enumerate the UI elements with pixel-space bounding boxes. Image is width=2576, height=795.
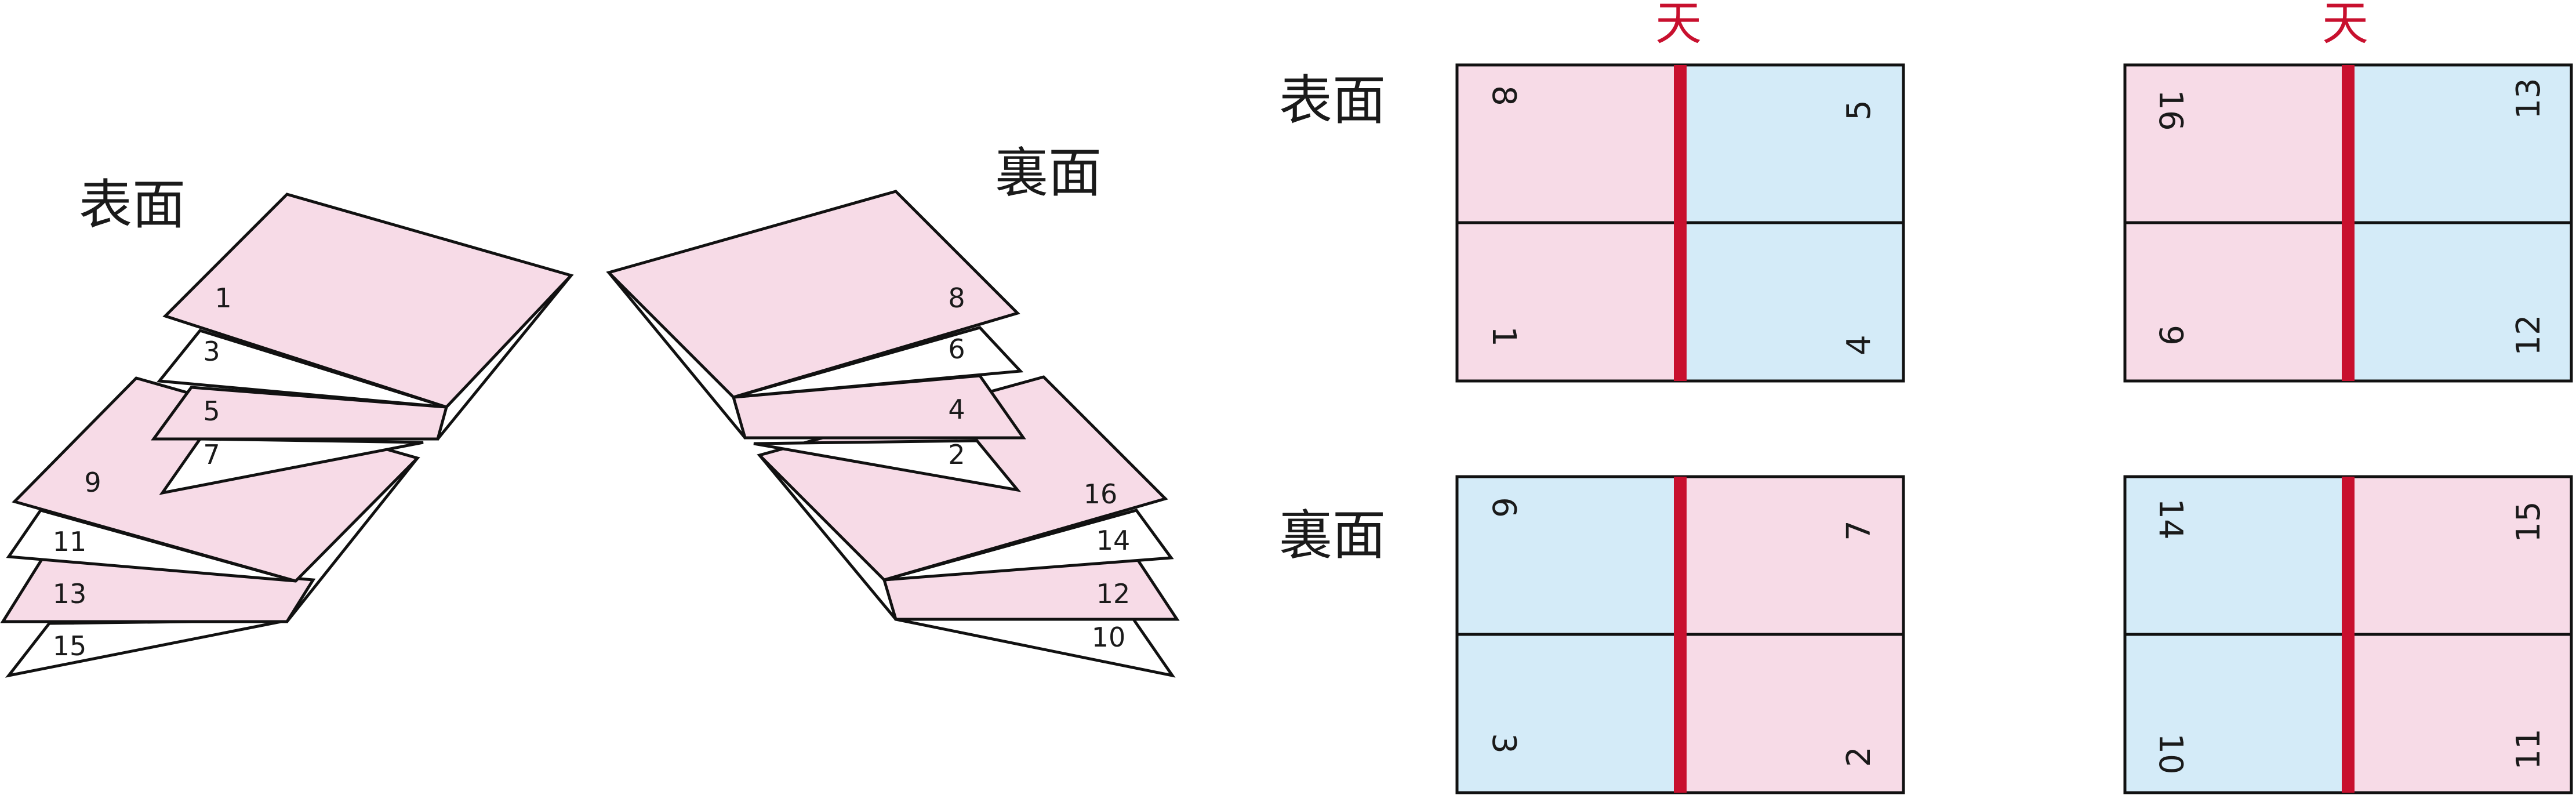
page-number: 12 [2510,314,2548,355]
front-stack-label-4: 9 [84,467,101,498]
right-front-label: 表面 [1279,70,1386,132]
left-front-label: 表面 [79,174,186,236]
front-stack-label-3: 7 [203,439,220,470]
page-number: 6 [1485,497,1523,518]
sheet-back-a: 6 7 3 2 [1455,475,1905,794]
page-number: 1 [1485,326,1523,347]
back-page-14-sheet [884,509,1174,582]
front-stack-label-0: 1 [215,282,231,314]
back-page-2-sheet [753,439,1022,492]
top-mark-front-a: 天 [1655,0,1702,50]
page-number: 14 [2152,498,2189,539]
front-page-15-sheet [5,619,288,678]
back-stack-label-6: 12 [1096,578,1131,609]
back-stack-label-1: 6 [948,333,965,365]
front-stack-label-7: 15 [53,630,87,662]
front-page-7-sheet [159,437,424,495]
top-mark-front-b: 天 [2322,0,2368,50]
sheet-back-b: 14 15 10 11 [2123,475,2573,794]
front-stack-label-1: 3 [203,336,220,367]
back-page-8-sheet [606,190,1020,399]
back-stack-label-3: 2 [948,439,965,470]
back-page-10-sheet [895,618,1176,678]
page-number: 4 [1840,335,1878,355]
back-stack-label-7: 10 [1092,622,1126,653]
back-stack-label-2: 4 [948,394,965,425]
front-fold-stack: 1 3 5 7 9 11 13 15 表面 [0,174,574,678]
page-number: 3 [1485,733,1523,754]
page-number: 5 [1840,100,1878,121]
sheet-front-b: 16 13 9 12 [2123,63,2573,383]
page-number: 10 [2152,733,2189,774]
back-stack-label-0: 8 [948,282,965,314]
back-stack-label-5: 14 [1096,525,1131,556]
sheet-front-a: 8 5 1 4 [1455,63,1905,383]
page-number: 16 [2152,89,2189,130]
right-back-label: 裏面 [1279,504,1386,567]
front-page-13-sheet [0,555,316,623]
front-stack-label-2: 5 [203,395,220,427]
page-number: 11 [2510,728,2548,769]
back-stack-label-4: 16 [1084,478,1118,510]
page-number: 2 [1840,746,1878,767]
back-page-6-sheet [733,326,1024,399]
front-page-3-sheet [157,329,447,409]
front-stack-label-5: 11 [53,526,87,557]
page-number: 15 [2510,501,2548,542]
page-number: 9 [2152,325,2189,346]
page-number: 8 [1485,85,1523,106]
page-number: 13 [2510,78,2548,119]
left-back-label: 裏面 [995,142,1102,204]
back-fold-stack: 8 6 4 2 16 14 12 10 裏面 [606,142,1180,678]
page-number: 7 [1840,520,1878,541]
front-stack-label-6: 13 [53,578,87,609]
